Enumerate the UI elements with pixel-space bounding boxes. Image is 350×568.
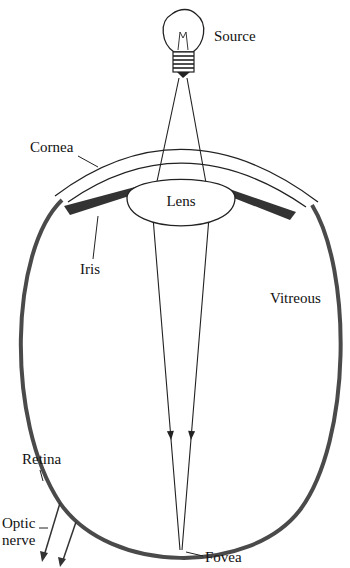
nerve-arrowhead: [40, 551, 66, 567]
part-label: Fovea: [205, 549, 242, 566]
optic-nerve: [44, 503, 76, 563]
part-label: Cornea: [30, 139, 73, 156]
light-ray: [152, 78, 210, 550]
part-label: Vitreous: [270, 290, 321, 307]
light-bulb: [163, 10, 204, 79]
part-label: Retina: [22, 451, 61, 468]
lens-shape: Lens: [125, 170, 237, 232]
eye-wall: [21, 200, 341, 558]
part-label: Lens: [166, 193, 195, 210]
part-label: Source: [214, 28, 256, 45]
part-label: Iris: [80, 261, 100, 278]
part-label: Optic nerve: [2, 515, 40, 549]
ray-arrowhead: [150, 191, 211, 441]
